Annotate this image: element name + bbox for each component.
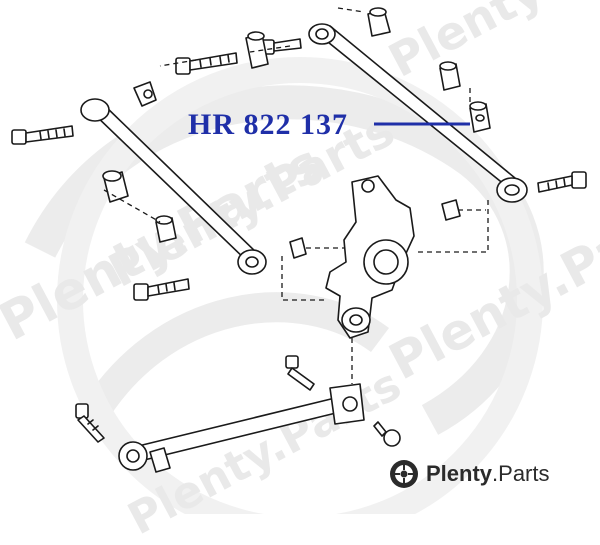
bushing (441, 199, 461, 221)
bolt (11, 125, 74, 145)
bushing (102, 170, 129, 203)
brand-name: Plenty.Parts (426, 461, 550, 487)
bolt (175, 52, 238, 75)
part-number-label[interactable]: HR 822 137 (188, 108, 348, 141)
brand-name-bold: Plenty (426, 461, 493, 486)
bushing (367, 7, 391, 37)
upper-left-control-arm (80, 98, 267, 275)
upper-right-control-arm (308, 23, 528, 203)
brand-logo: Plenty.Parts (388, 458, 550, 490)
bushing (149, 447, 171, 473)
lower-lateral-arm (118, 383, 365, 471)
assembly-guide-lines (103, 7, 489, 384)
bushing-highlighted (469, 101, 491, 133)
steering-knuckle (325, 175, 415, 339)
bolt (285, 355, 315, 391)
bolt (75, 403, 105, 443)
wheel-logo-icon (390, 460, 418, 488)
bolt (133, 278, 190, 301)
suspension-line-art (11, 7, 587, 473)
bushing (439, 61, 461, 91)
bolt (537, 171, 587, 193)
bolt (373, 421, 401, 447)
bolt (261, 38, 302, 55)
bushing (289, 237, 307, 259)
bushing (133, 81, 157, 107)
bushing (245, 31, 269, 69)
bushing (155, 215, 177, 243)
brand-name-rest: .Parts (492, 461, 550, 486)
